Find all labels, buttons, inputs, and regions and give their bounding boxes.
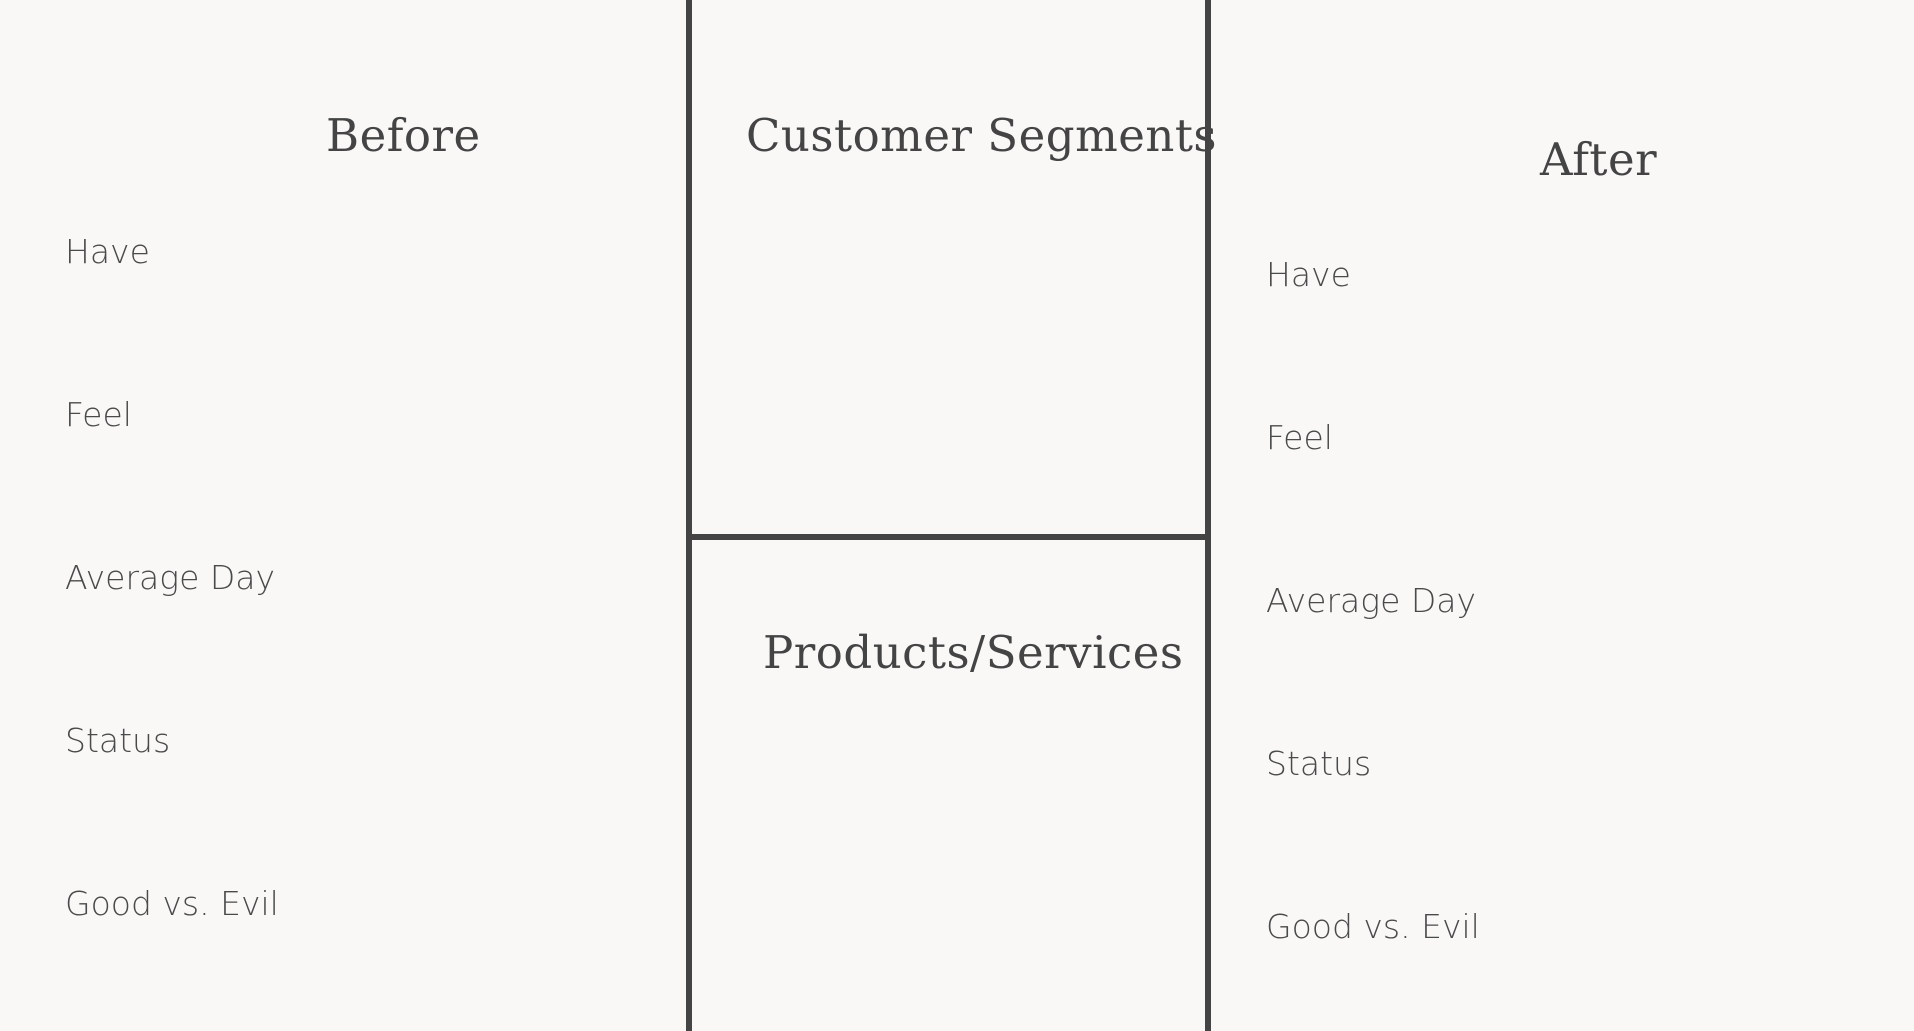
after-item-status: Status [1266,744,1372,783]
before-item-feel: Feel [65,395,132,434]
before-item-have: Have [65,232,150,271]
after-item-feel: Feel [1266,418,1333,457]
right-divider-line [1205,0,1211,1031]
after-item-good-vs-evil: Good vs. Evil [1266,907,1480,946]
customer-segments-heading: Customer Segments [746,109,1218,162]
before-item-status: Status [65,721,171,760]
before-item-average-day: Average Day [65,558,276,597]
after-item-average-day: Average Day [1266,581,1477,620]
after-heading: After [1540,133,1658,186]
middle-divider-line [686,534,1211,540]
after-item-have: Have [1266,255,1351,294]
left-divider-line [686,0,692,1031]
products-services-heading: Products/Services [763,626,1184,679]
before-item-good-vs-evil: Good vs. Evil [65,884,279,923]
before-heading: Before [326,109,481,162]
